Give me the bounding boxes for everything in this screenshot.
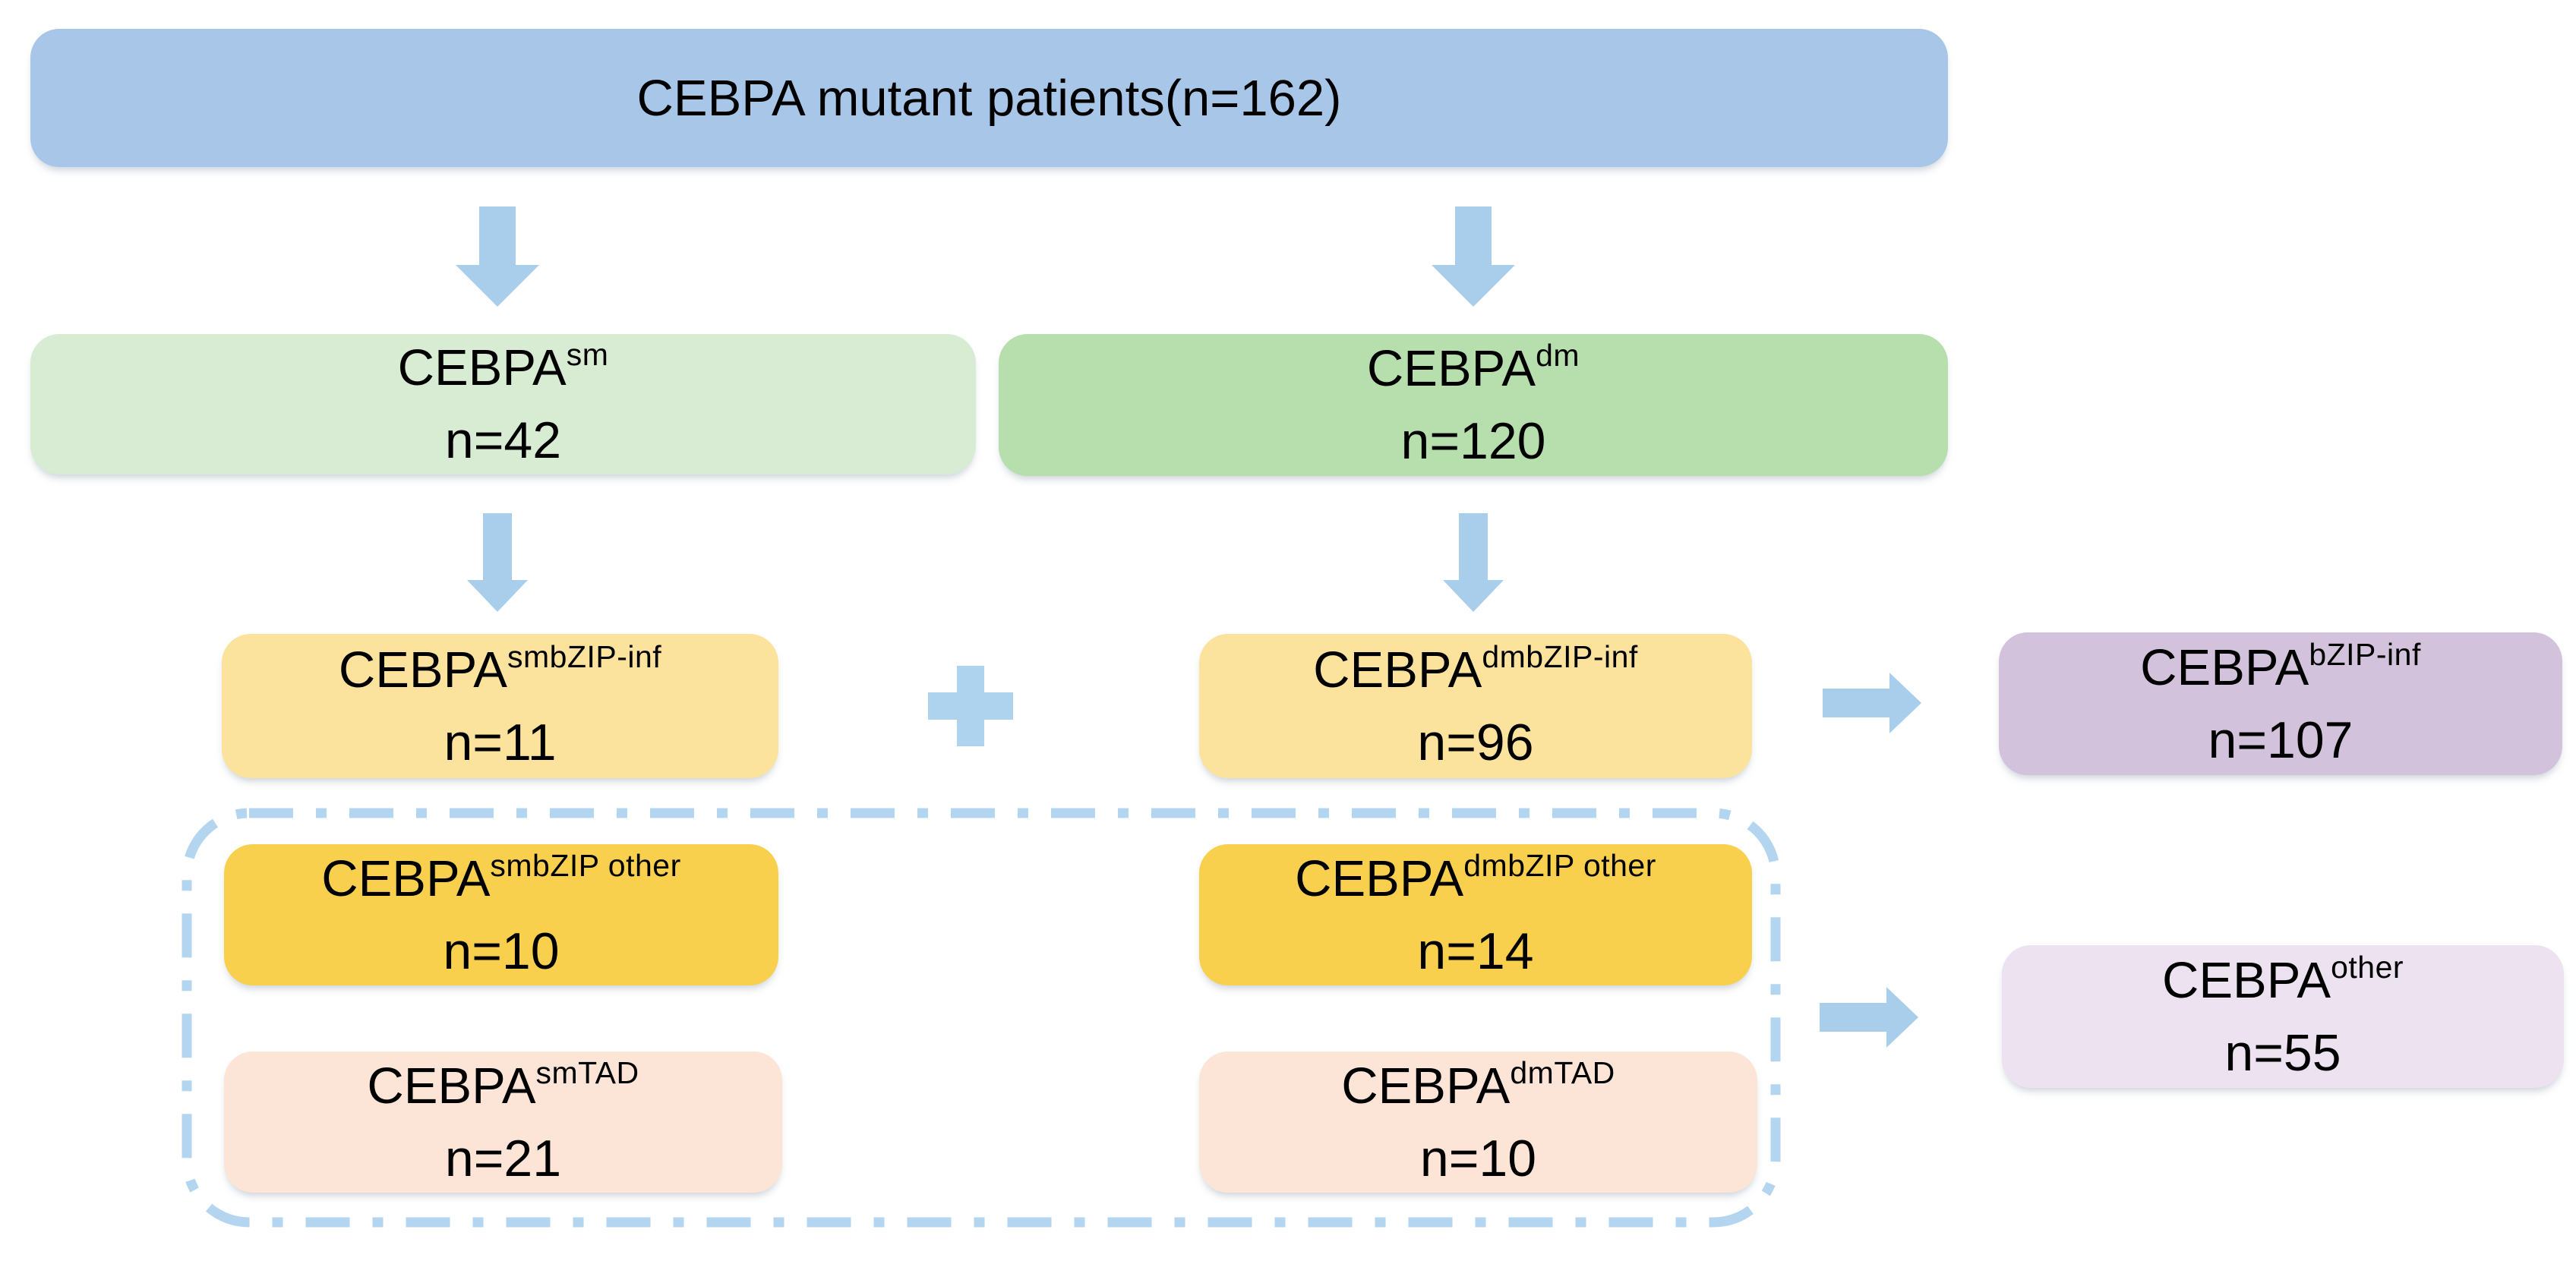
box-title-base: CEBPA — [2140, 638, 2309, 696]
box-count: n=10 — [443, 922, 560, 980]
box-title-base: CEBPA — [321, 850, 491, 907]
down-arrow-icon — [456, 206, 539, 307]
box-title-superscript: dm — [1536, 338, 1580, 373]
box-title: CEBPAsmbZIP other — [321, 850, 681, 907]
thin-down-arrow-icon — [467, 513, 528, 612]
box-cebpa-dmbzip-inf: CEBPAdmbZIP-inf n=96 — [1199, 634, 1752, 778]
box-cebpa-dm: CEBPAdm n=120 — [999, 334, 1948, 476]
dashed-group-border-icon — [182, 808, 1781, 1228]
box-count: n=21 — [444, 1129, 562, 1187]
box-cebpa-dmbzip-other: CEBPAdmbZIP other n=14 — [1199, 844, 1752, 985]
box-title-superscript: dmTAD — [1510, 1055, 1615, 1090]
down-arrow-icon — [1432, 206, 1515, 307]
box-cebpa-mutant-patients: CEBPA mutant patients(n=162) — [30, 29, 1948, 167]
box-cebpa-smbzip-other: CEBPAsmbZIP other n=10 — [224, 844, 778, 985]
box-cebpa-smbzip-inf: CEBPAsmbZIP-inf n=11 — [222, 634, 778, 778]
box-cebpa-other: CEBPAother n=55 — [2002, 945, 2564, 1088]
box-title-superscript: dmbZIP-inf — [1482, 638, 1638, 674]
box-title: CEBPAother — [2161, 951, 2404, 1009]
box-title: CEBPAdm — [1366, 340, 1580, 397]
box-title-superscript: smbZIP other — [490, 847, 681, 883]
box-title-superscript: smbZIP-inf — [507, 638, 662, 674]
box-title: CEBPAdmbZIP-inf — [1313, 641, 1638, 698]
box-count: n=55 — [2224, 1023, 2341, 1082]
box-count: n=96 — [1417, 713, 1534, 771]
box-cebpa-bzip-inf: CEBPAbZIP-inf n=107 — [1999, 632, 2562, 775]
box-cebpa-smtad: CEBPAsmTAD n=21 — [224, 1051, 782, 1193]
box-title: CEBPAbZIP-inf — [2140, 638, 2421, 696]
root-box-label: CEBPA mutant patients(n=162) — [636, 69, 1342, 127]
box-title-base: CEBPA — [1341, 1057, 1511, 1114]
box-title: CEBPAsm — [397, 339, 609, 396]
box-count: n=10 — [1419, 1129, 1537, 1187]
box-title: CEBPAsmbZIP-inf — [338, 641, 661, 698]
box-cebpa-dmtad: CEBPAdmTAD n=10 — [1199, 1051, 1757, 1193]
box-count: n=11 — [444, 713, 557, 771]
box-title-base: CEBPA — [1366, 340, 1536, 397]
box-title-superscript: dmbZIP other — [1463, 847, 1656, 883]
box-title-superscript: bZIP-inf — [2309, 636, 2421, 672]
box-title-base: CEBPA — [397, 339, 567, 396]
box-title: CEBPAdmbZIP other — [1295, 850, 1656, 907]
box-title-superscript: smTAD — [535, 1055, 639, 1090]
box-title-base: CEBPA — [338, 641, 507, 698]
right-arrow-icon — [1820, 987, 1918, 1048]
right-arrow-icon — [1823, 673, 1921, 733]
box-cebpa-sm: CEBPAsm n=42 — [30, 334, 976, 474]
box-count: n=14 — [1417, 922, 1534, 980]
box-title: CEBPAdmTAD — [1341, 1057, 1615, 1114]
box-title-base: CEBPA — [1295, 850, 1464, 907]
box-title: CEBPAsmTAD — [367, 1057, 639, 1114]
box-count: n=107 — [2208, 711, 2353, 769]
box-title-superscript: sm — [566, 337, 609, 372]
box-count: n=42 — [444, 411, 562, 469]
box-count: n=120 — [1400, 412, 1546, 470]
box-title-superscript: other — [2331, 949, 2404, 985]
box-title-base: CEBPA — [2161, 951, 2331, 1009]
box-title-base: CEBPA — [367, 1057, 536, 1114]
plus-icon — [928, 666, 1013, 746]
thin-down-arrow-icon — [1443, 513, 1504, 612]
box-title-base: CEBPA — [1313, 641, 1482, 698]
